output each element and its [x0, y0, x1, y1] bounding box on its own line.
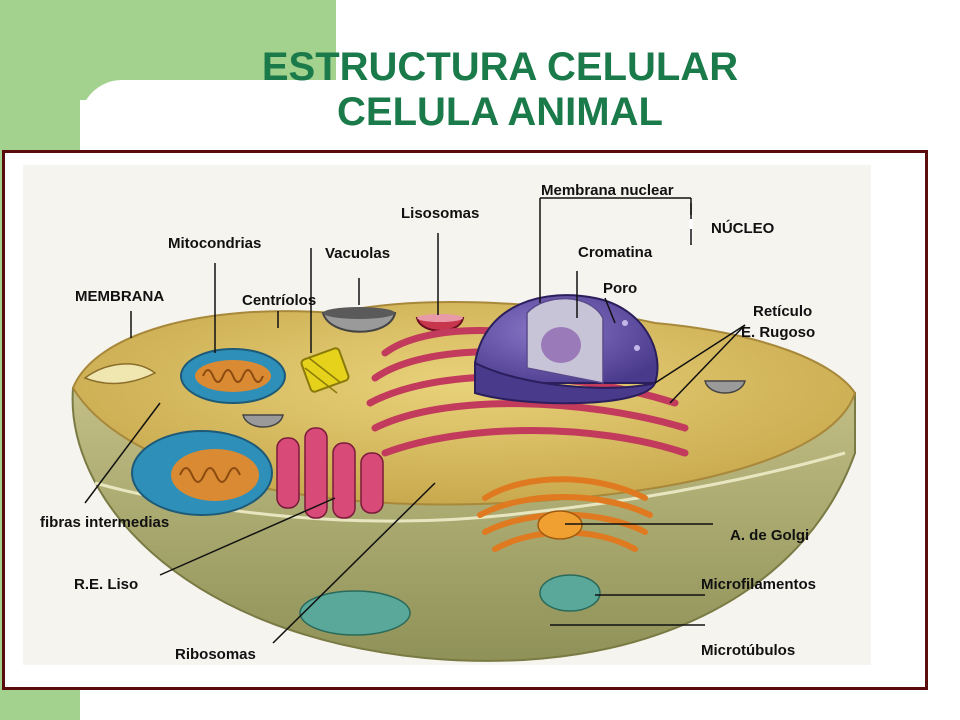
label-golgi: A. de Golgi — [730, 527, 809, 544]
centrioles — [300, 347, 350, 394]
mitochondrion-bottom-cristae — [179, 467, 241, 483]
label-cromatina: Cromatina — [578, 244, 653, 261]
label-vacuolas: Vacuolas — [325, 245, 390, 262]
cell-diagram-frame: Membrana nuclear NÚCLEO Lisosomas Mitoco… — [2, 150, 928, 690]
label-reticulo: Retículo — [753, 303, 812, 320]
label-microfilamentos: Microfilamentos — [701, 576, 816, 593]
membrane-notch — [83, 363, 157, 385]
vacuole-2 — [242, 414, 284, 428]
label-membrana: MEMBRANA — [75, 288, 164, 305]
label-nucleo: NÚCLEO — [711, 219, 775, 237]
label-ribosomas: Ribosomas — [175, 646, 256, 663]
label-centriolos: Centríolos — [242, 292, 316, 309]
title-line-2: CELULA ANIMAL — [337, 90, 663, 134]
mitochondrion-top-cristae — [202, 369, 264, 383]
cell-diagram: Membrana nuclear NÚCLEO Lisosomas Mitoco… — [23, 165, 871, 665]
label-reticulo-rugoso: E. Rugoso — [741, 324, 815, 341]
smooth-er — [276, 427, 384, 519]
label-microtubulos: Microtúbulos — [701, 642, 795, 659]
label-lisosomas: Lisosomas — [401, 205, 479, 222]
label-re-liso: R.E. Liso — [74, 576, 138, 593]
golgi-vesicle — [537, 510, 583, 540]
title-line-1: ESTRUCTURA CELULAR — [261, 45, 739, 89]
vacuole-3 — [704, 380, 746, 394]
leader-lines — [84, 197, 746, 644]
label-mitocondrias: Mitocondrias — [168, 235, 261, 252]
lysosome-rim — [417, 314, 463, 322]
label-fibras-intermedias: fibras intermedias — [40, 514, 169, 531]
label-membrana-nuclear: Membrana nuclear — [541, 182, 674, 199]
cytoskeleton-blobs — [299, 574, 601, 636]
vacuole-1-rim — [323, 307, 395, 319]
label-poro: Poro — [603, 280, 637, 297]
